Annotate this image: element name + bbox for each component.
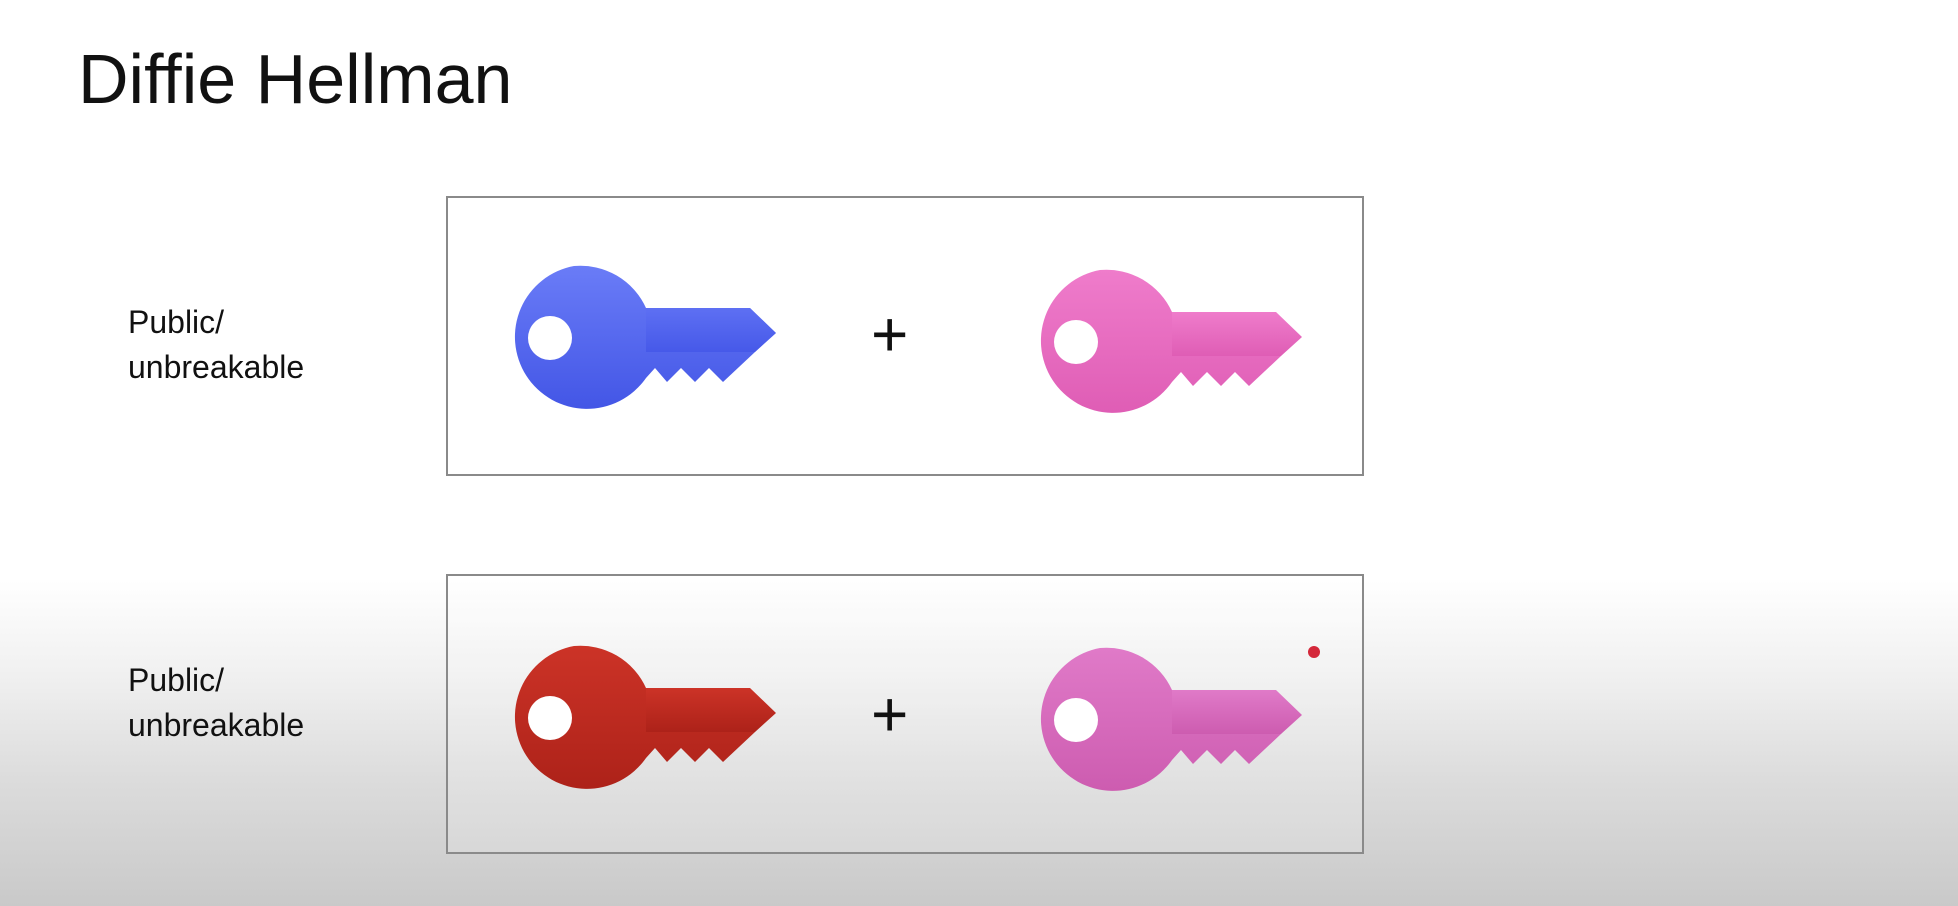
row-label-line1: Public/ [128,304,225,340]
key-combination-box: + [446,574,1364,854]
row-label-public-unbreakable: Public/ unbreakable [128,300,408,390]
blue-key-icon [514,265,776,409]
slide-title: Diffie Hellman [78,40,513,118]
plus-operator: + [871,678,909,750]
pink-key-icon [1040,647,1302,791]
key-combination-box: + [446,196,1364,476]
red-key-icon [514,645,776,789]
row-label-line2: unbreakable [128,349,305,385]
row-label-line1: Public/ [128,662,225,698]
pointer-dot [1308,646,1320,658]
row-label-public-unbreakable: Public/ unbreakable [128,658,408,748]
plus-operator: + [871,298,909,370]
pink-key-icon [1040,269,1302,413]
row-label-line2: unbreakable [128,707,305,743]
